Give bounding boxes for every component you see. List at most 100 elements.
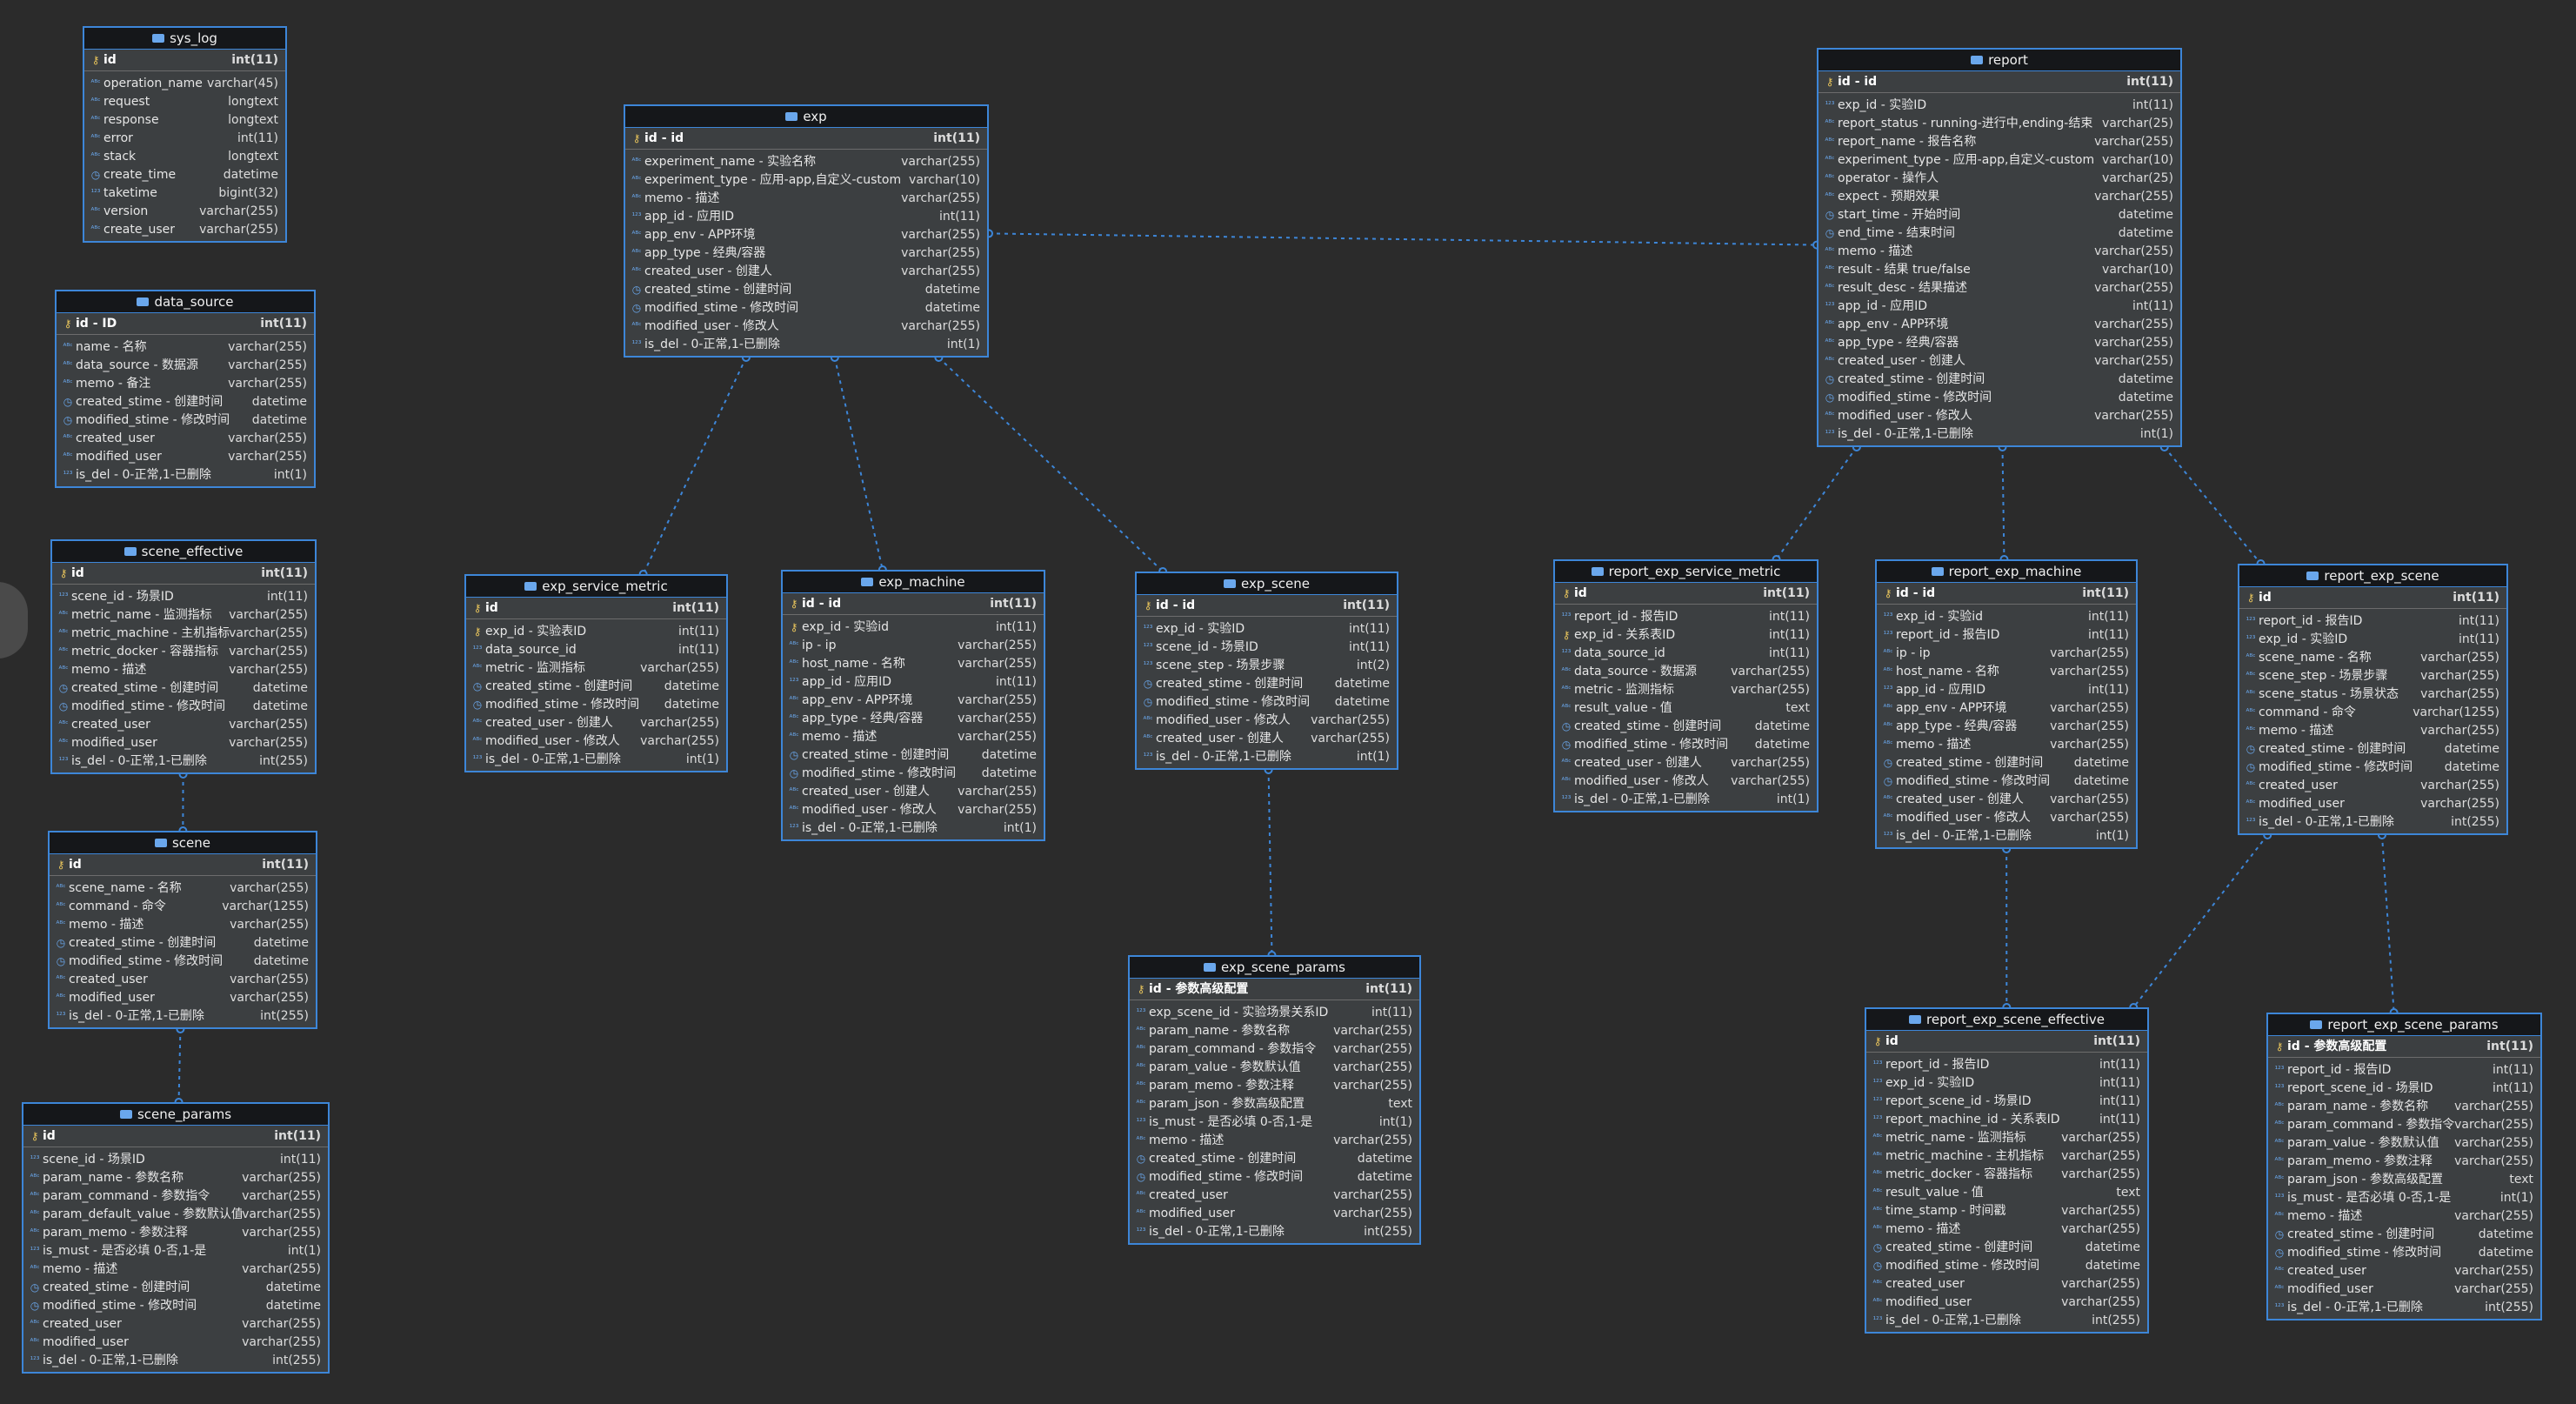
table-header[interactable]: exp_scene_params (1130, 957, 1419, 979)
table-header[interactable]: report_exp_machine (1877, 561, 2136, 583)
table-header[interactable]: exp_service_metric (466, 576, 726, 598)
panel-collapse-handle[interactable] (0, 582, 28, 659)
